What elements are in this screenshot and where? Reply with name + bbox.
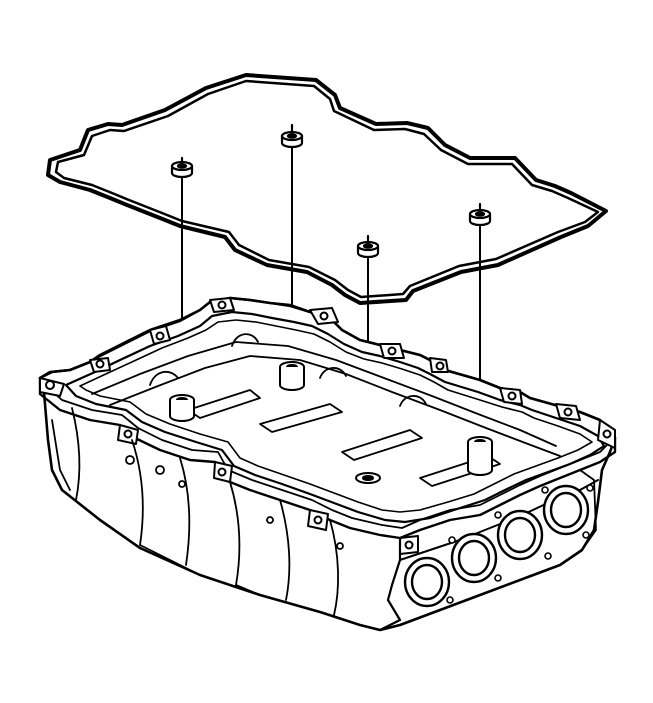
gasket-inner-edge	[54, 79, 600, 299]
seals	[170, 123, 492, 477]
housing-side-ribs	[51, 407, 344, 616]
gasket	[46, 73, 608, 305]
housing-bosses	[169, 361, 493, 484]
housing-inner-rim	[64, 310, 606, 524]
seal-ring-icon	[280, 123, 304, 149]
seal-ring-icon	[170, 156, 194, 179]
housing-flange-front-inner	[45, 385, 609, 529]
housing-outline	[38, 296, 617, 632]
housing-ribs	[91, 333, 561, 487]
seal-ring-icon	[468, 202, 492, 227]
port-icon	[403, 484, 590, 608]
housing-bolt-ears	[39, 297, 616, 555]
seal-ring-icon	[356, 234, 380, 259]
housing-inner-rim-2	[79, 319, 593, 513]
housing	[38, 296, 617, 632]
gasket-outer-edge	[46, 73, 608, 305]
housing-end-face	[378, 469, 599, 632]
